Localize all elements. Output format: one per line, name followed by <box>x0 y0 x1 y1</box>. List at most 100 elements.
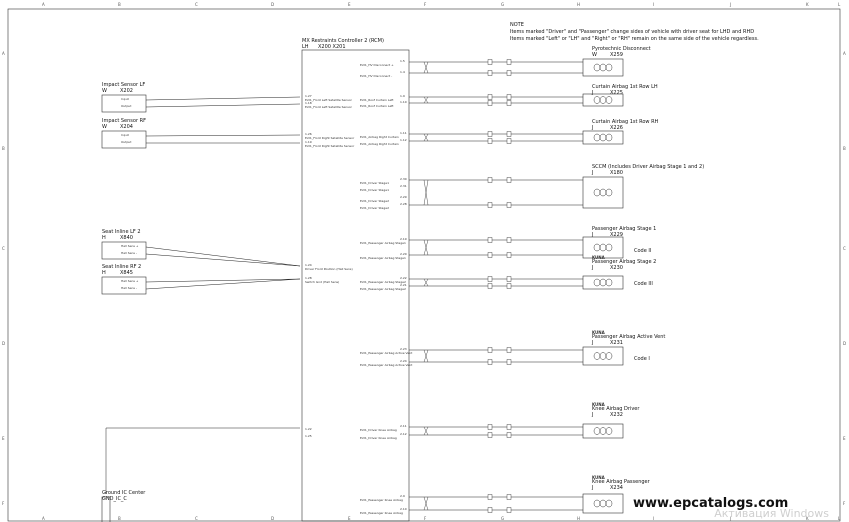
twist-marker <box>423 278 429 287</box>
left-component-pin: Hall Sens - <box>121 251 137 255</box>
left-component-pin: Input <box>121 133 130 137</box>
splice-clip <box>506 131 512 137</box>
controller-pin-label: Ext1_Roof Curtain Left <box>360 98 394 102</box>
splice-clip <box>506 507 512 513</box>
splice-clip <box>487 432 493 438</box>
splice-clip <box>506 94 512 100</box>
controller-pin: 1.22 <box>305 427 312 431</box>
controller-pin-label: Ext1_Passenger Knee Airbag <box>360 498 403 502</box>
splice-clip <box>506 432 512 438</box>
splice-clip <box>487 252 493 258</box>
right-component-code: J <box>591 265 593 271</box>
grid-col-bottom-C: C <box>195 516 198 521</box>
squib-coil <box>605 427 613 435</box>
controller-pin-label: Ext1_Passenger Airbag Stage1 <box>360 256 406 260</box>
left-component-code: W <box>102 124 107 130</box>
sensor-wire <box>145 253 301 267</box>
left-component-box <box>101 94 147 113</box>
twist-marker <box>423 426 429 436</box>
left-component-code: H <box>102 235 106 241</box>
grid-col-bottom-G: G <box>501 516 504 521</box>
left-component-box <box>101 241 147 260</box>
grid-col-I: I <box>653 2 654 7</box>
component-tag: KUNA <box>592 475 606 480</box>
controller-pin: 1.18 <box>305 101 312 105</box>
left-component-connector: X204 <box>120 124 133 130</box>
right-component-code: J <box>591 340 593 346</box>
controller-code: LH <box>302 44 309 50</box>
right-component-connector: X180 <box>610 170 623 176</box>
right-component-connector: X259 <box>610 52 623 58</box>
left-component-name: Seat Inline LF 2 <box>102 229 141 235</box>
splice-clip <box>506 177 512 183</box>
splice-clip <box>487 276 493 282</box>
right-component-connector: X226 <box>610 125 623 131</box>
watermark: Активация Windows www.epcatalogs.com <box>629 496 839 520</box>
controller-pin: 2.11 <box>400 424 407 428</box>
controller-pin: 2.23 <box>400 347 407 351</box>
controller-pin: 2.12 <box>400 432 407 436</box>
controller-pin: 1.11 <box>400 131 407 135</box>
splice-clip <box>487 359 493 365</box>
grid-col-bottom-F: F <box>424 516 427 521</box>
grid-col-bottom-E: E <box>348 516 351 521</box>
component-connector-box <box>582 236 624 259</box>
splice-clip <box>487 131 493 137</box>
splice-clip <box>506 276 512 282</box>
right-component-name: Knee Airbag Passenger <box>592 479 651 485</box>
grid-col-bottom-H: H <box>577 516 580 521</box>
controller-pin-label: Ext1_Passenger Airbag Active Vent <box>360 363 413 367</box>
controller-pin: 2.28 <box>400 202 407 206</box>
splice-clip <box>487 100 493 106</box>
splice-clip <box>487 94 493 100</box>
component-connector-box <box>582 275 624 290</box>
controller-pin-label: Ext1_HV Disconnect - <box>360 74 392 78</box>
component-connector-box <box>582 346 624 366</box>
squib-coil <box>605 499 613 508</box>
right-component-code: J <box>591 412 593 418</box>
controller-pin-label: Ext1_Driver Knee Airbag <box>360 436 397 440</box>
sensor-wire <box>145 278 301 290</box>
controller-pin-label: Ext1_Passenger Airbag Active Vent <box>360 351 413 355</box>
controller-pin-label: Ext1_Driver Stage1 <box>360 188 389 192</box>
sensor-wire <box>145 246 301 267</box>
splice-clip <box>487 237 493 243</box>
controller-pin-label: Ext1_Driver Stage1 <box>360 181 389 185</box>
right-component-name: Passenger Airbag Stage 1 <box>592 226 656 232</box>
splice-clip <box>506 237 512 243</box>
right-component-code: J <box>591 90 593 96</box>
grid-row-F: F <box>2 501 5 506</box>
controller-pin: 2.9 <box>400 494 405 498</box>
splice-clip <box>506 347 512 353</box>
left-component-pin: Hall Sens + <box>121 244 139 248</box>
squib-coil <box>605 133 613 142</box>
squib-coil <box>605 63 613 72</box>
grid-col-F: F <box>424 2 427 7</box>
controller-pin-label: Switch Gnd (Hall Sens) <box>305 280 339 284</box>
grid-col-L: L <box>838 2 841 7</box>
squib-coil <box>605 352 613 360</box>
splice-clip <box>487 138 493 144</box>
right-component-code: J <box>591 232 593 238</box>
controller-pin: 1.28 <box>305 276 312 280</box>
right-component-connector: X232 <box>610 412 623 418</box>
grid-row-C: C <box>2 246 5 251</box>
controller-pin-label: Ext1_Driver Stage2 <box>360 199 389 203</box>
controller-pin: 2.20 <box>400 252 407 256</box>
grid-col-bottom-A: A <box>42 516 45 521</box>
right-component-name: Pyrotechnic Disconnect <box>592 46 651 52</box>
controller-box <box>301 49 410 522</box>
controller-pin: 1.27 <box>305 94 312 98</box>
splice-clip <box>487 70 493 76</box>
left-component-connector: X845 <box>120 270 133 276</box>
right-component-name: Curtain Airbag 1st Row RH <box>592 119 659 125</box>
controller-pin-label: Ext1_Passenger Airbag Stage1 <box>360 241 406 245</box>
grid-col-E: E <box>348 2 351 7</box>
twist-marker <box>423 239 429 256</box>
controller-pin-label: Ext1_HV Disconnect + <box>360 63 394 67</box>
left-component-code: W <box>102 88 107 94</box>
controller-pin-label: Ext1_Front Left Satellite Sensor <box>305 98 353 102</box>
component-connector-box <box>582 176 624 209</box>
